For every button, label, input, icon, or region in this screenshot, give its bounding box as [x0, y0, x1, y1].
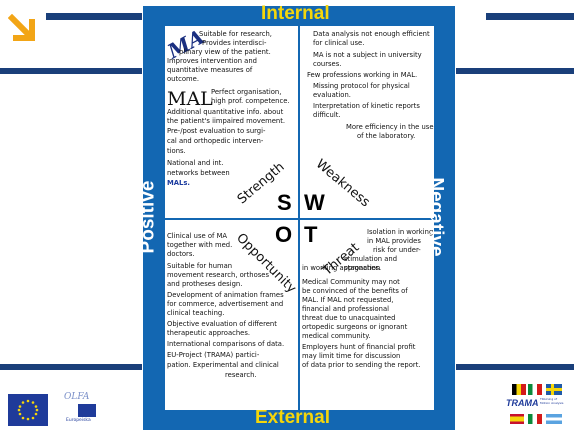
threat-line-5: Medical Community may not	[302, 278, 400, 286]
negative-label: Negative	[425, 177, 447, 257]
mal-line-2: Additional quantitative info. about	[167, 108, 284, 116]
threat-line-9: threat due to unacquainted	[302, 314, 396, 322]
opportunity-line-12: EU-Project (TRAMA) partici-	[167, 351, 260, 359]
mid-left-stripe	[0, 68, 142, 74]
positive-label: Positive	[137, 180, 159, 254]
ma-line-1: Provides interdisci-	[202, 39, 267, 47]
trama-logo: TRAMA TRAining of Motion Analysis	[506, 384, 568, 430]
flag-italy	[528, 384, 542, 395]
strength-quadrant: MA Suitable for research, Provides inter…	[165, 26, 298, 218]
threat-line-6: be convinced of the benefits of	[302, 287, 408, 295]
ma-line-4: quantitative measures of	[167, 66, 253, 74]
ma-line-3: Improves intervention and	[167, 57, 257, 65]
internal-heading: Internal	[261, 3, 330, 24]
letter-o: O	[275, 222, 293, 247]
threat-line-14: of data prior to sending the report.	[302, 361, 421, 369]
low-right-stripe	[456, 364, 574, 370]
flag-spain	[510, 414, 524, 424]
threat-line-8: financial and professional	[302, 305, 390, 313]
threat-line-3: stimulation and stagnation	[344, 255, 398, 272]
mal-line-0: Perfect organisation,	[211, 88, 282, 96]
opportunity-line-0: Clinical use of MA	[167, 232, 228, 240]
opportunity-line-11: International comparisons of data.	[167, 340, 285, 348]
mal-line-9: MALs.	[167, 179, 190, 187]
mal-line-1: high prof. competence.	[211, 97, 290, 105]
threat-quadrant: T Threat Isolation in working in MAL pro…	[300, 220, 434, 410]
threat-line-0: Isolation in working	[367, 228, 434, 236]
flag-mexico	[528, 414, 542, 424]
weakness-line-4: Few professions working in MAL.	[307, 71, 418, 79]
mal-line-7: National and int.	[167, 159, 224, 167]
opportunity-line-1: together with med.	[167, 241, 233, 249]
threat-line-10: ortopedic surgeons or ignorant	[302, 323, 408, 331]
letter-s: S	[277, 190, 292, 215]
threat-line-1: in MAL provides	[367, 237, 421, 245]
flag-belgium	[512, 384, 526, 395]
olfa-eu-mini-flag	[78, 404, 96, 417]
weakness-line-7: Interpretation of kinetic reports	[313, 102, 420, 110]
europeiska-text: Europeiska	[66, 418, 91, 423]
trama-small-text: TRAining of Motion Analysis	[540, 397, 564, 405]
ma-line-2: plinary view of the patient.	[179, 48, 271, 56]
opportunity-line-2: doctors.	[167, 250, 195, 258]
weakness-line-6: evaluation.	[313, 91, 351, 99]
ma-line-0: Suitable for research,	[199, 30, 272, 38]
opportunity-line-4: movement research, orthoses	[167, 271, 269, 279]
threat-line-2: risk for under-	[373, 246, 421, 254]
threat-line-11: medical community.	[302, 332, 371, 340]
opportunity-line-6: Development of animation frames	[167, 291, 284, 299]
weakness-line-1: for clinical use.	[313, 39, 365, 47]
threat-line-12: Employers hunt of financial profit	[302, 343, 416, 351]
opportunity-line-7: for commerce, advertisement and	[167, 300, 284, 308]
weakness-line-10: of the laboratory.	[357, 132, 416, 140]
weakness-line-3: courses.	[313, 60, 342, 68]
top-right-stripe	[486, 13, 574, 20]
external-heading: External	[255, 407, 330, 428]
opportunity-line-5: and protheses design.	[167, 280, 243, 288]
weakness-quadrant: Data analysis not enough efficient for c…	[300, 26, 434, 218]
letter-t: T	[304, 222, 318, 247]
mid-right-stripe	[456, 68, 574, 74]
opportunity-line-14: research.	[225, 371, 257, 379]
flag-sweden	[546, 384, 562, 395]
mal-title: MAL	[167, 88, 213, 110]
arrow-down-right-icon	[8, 14, 42, 48]
eu-flag-logo	[8, 394, 48, 426]
swot-frame: Internal External MA Suitable for resear…	[137, 3, 455, 430]
weakness-line-5: Missing protocol for physical	[313, 82, 410, 90]
olfa-logo: OLFA Europeiska	[62, 392, 106, 426]
opportunity-line-8: clinical teaching.	[167, 309, 225, 317]
opportunity-line-9: Objective evaluation of different	[167, 320, 277, 328]
mal-line-8: networks between	[167, 169, 230, 177]
threat-line-13: may limit time for discussion	[302, 352, 401, 360]
mal-line-5: cal and orthopedic interven-	[167, 137, 264, 145]
flag-latin	[546, 414, 562, 424]
threat-line-7: MAL. If MAL not requested,	[302, 296, 394, 304]
ma-line-5: outcome.	[167, 75, 199, 83]
eu-stars-icon	[17, 399, 39, 421]
threat-line-4: in working approaches.	[302, 264, 382, 272]
opportunity-line-3: Suitable for human	[167, 262, 233, 270]
opportunity-quadrant: O Opportunity Clinical use of MA togethe…	[165, 220, 298, 410]
opportunity-line-13: pation. Experimental and clinical	[167, 361, 279, 369]
mal-line-6: tions.	[167, 147, 186, 155]
mal-line-3: the patient's iimpaired movement.	[167, 117, 286, 125]
weakness-line-2: MA is not a subject in university	[313, 51, 422, 59]
weakness-line-0: Data analysis not enough efficient	[313, 30, 430, 38]
trama-text: TRAMA	[506, 398, 539, 408]
mal-line-4: Pre-/post evaluation to surgi-	[167, 127, 266, 135]
opportunity-line-10: therapeutic approaches.	[167, 329, 251, 337]
weakness-line-9: More efficiency in the use	[346, 123, 434, 131]
low-left-stripe	[0, 364, 142, 370]
letter-w: W	[304, 190, 325, 215]
weakness-line-8: difficult.	[313, 111, 341, 119]
olfa-text: OLFA	[64, 392, 90, 402]
top-left-stripe	[46, 13, 142, 20]
